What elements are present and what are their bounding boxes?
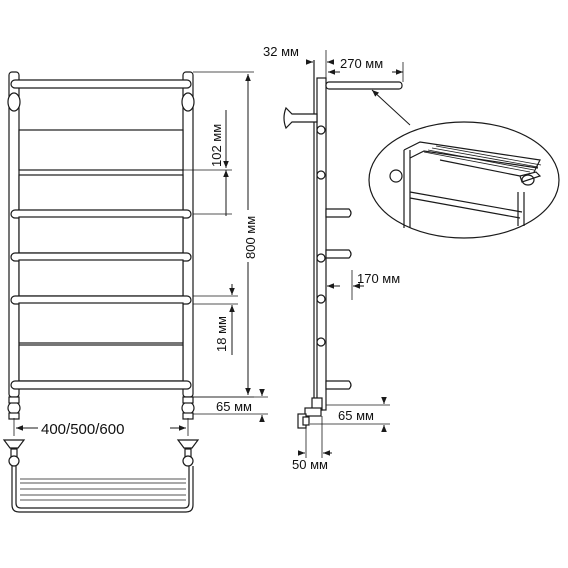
- bottom-connectors: [7, 396, 195, 420]
- bottom-offset-front-label: 65 мм: [216, 399, 252, 414]
- rung-panel: [18, 129, 184, 171]
- rung-thickness-label: 18 мм: [214, 316, 229, 352]
- height-label: 800 мм: [243, 216, 258, 259]
- detail-circle: [368, 121, 560, 239]
- side-dimensions: 32 мм 270 мм 170 мм 65 мм 50 мм: [263, 44, 404, 472]
- connection-offset-label: 50 мм: [292, 457, 328, 472]
- side-rung-stubs: [316, 125, 352, 390]
- shelf-offset-label: 32 мм: [263, 44, 299, 59]
- left-rail: [8, 71, 20, 398]
- wall-mount: [181, 92, 195, 112]
- rungs: [10, 79, 192, 390]
- rung-spacing-label: 102 мм: [209, 124, 224, 167]
- rung: [10, 79, 192, 89]
- side-view: [283, 60, 403, 429]
- rung-panel: [18, 302, 184, 344]
- rung-panel: [18, 344, 184, 382]
- front-view: 400/500/600: [2, 71, 200, 513]
- rung-panel: [18, 216, 184, 254]
- rung-panel: [18, 259, 184, 297]
- shelf-depth-label: 270 мм: [340, 56, 383, 71]
- width-label: 400/500/600: [41, 421, 124, 438]
- bottom-offset-side-label: 65 мм: [338, 408, 374, 423]
- right-rail: [182, 71, 194, 398]
- wall-mount: [7, 92, 21, 112]
- detail-pointer: [371, 89, 411, 126]
- front-shelf: [2, 439, 200, 513]
- side-shelf-bar: [325, 81, 403, 90]
- rung-panel: [18, 174, 184, 212]
- wall-offset-label: 170 мм: [357, 271, 400, 286]
- side-bottom-connector: [297, 397, 323, 429]
- shelf-detail: [368, 89, 560, 239]
- rung: [10, 380, 192, 390]
- side-wall-mount: [283, 106, 318, 130]
- front-dimensions: 800 мм 102 мм 18 мм 65 мм: [183, 71, 268, 422]
